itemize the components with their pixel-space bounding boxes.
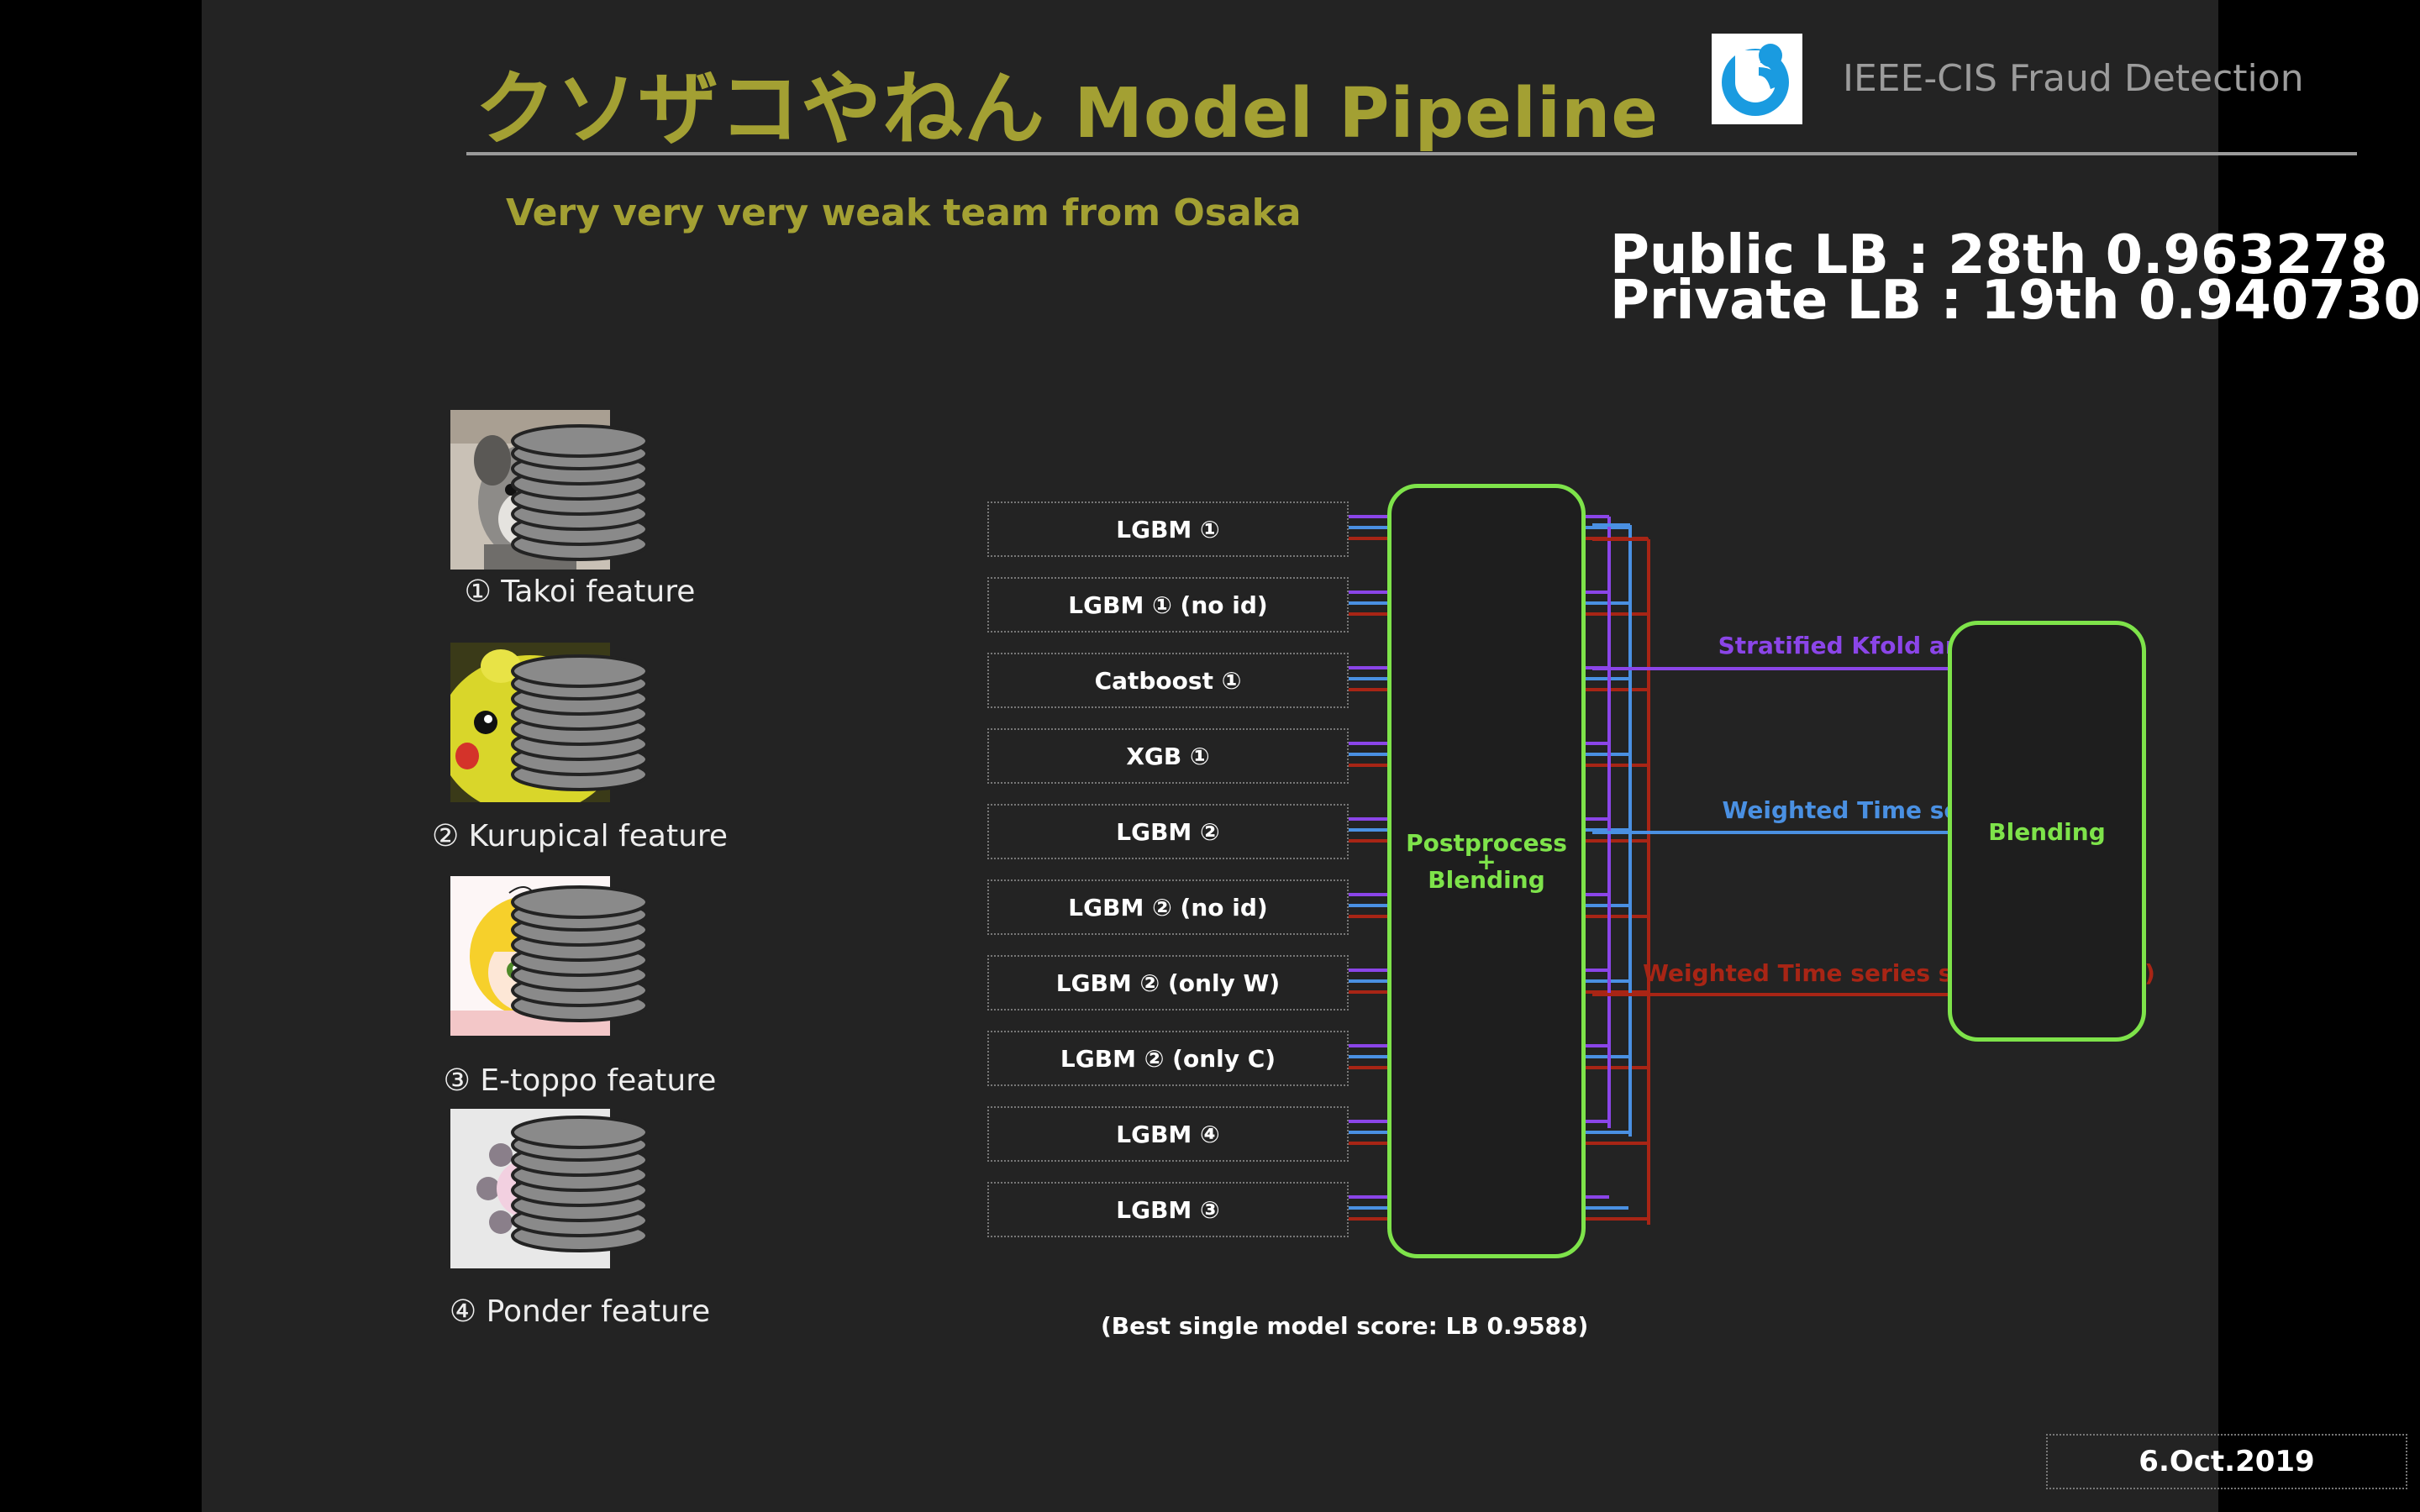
team-subtitle: Very very very weak team from Osaka (506, 192, 1302, 234)
model-box: XGB ① (987, 728, 1349, 784)
page-title: クソザコやねん Model Pipeline (475, 44, 1659, 160)
database-icon (508, 885, 651, 1027)
public-lb-score: Public LB : 28th 0.963278 (1610, 224, 2388, 286)
database-icon (508, 1116, 651, 1257)
model-box: Catboost ① (987, 653, 1349, 708)
database-icon (508, 424, 651, 566)
connection-lines (1349, 515, 1948, 1225)
database-icon (508, 654, 651, 796)
competition-name: IEEE-CIS Fraud Detection (1843, 57, 2304, 100)
model-box: LGBM ② (987, 804, 1349, 859)
postprocess-plus: + (1476, 848, 1497, 875)
model-links (1349, 515, 1648, 1221)
title-divider (466, 152, 2357, 155)
feature-label: ③ E-toppo feature (443, 1063, 717, 1098)
slide: クソザコやねん Model Pipeline IEEE-CIS Fraud De… (202, 0, 2420, 1512)
competition-logo-icon (1712, 34, 1802, 124)
postprocess-line1: Postprocess (1406, 829, 1567, 857)
title-japanese: クソザコやねん (475, 62, 1045, 156)
model-box: LGBM ② (only W) (987, 955, 1349, 1011)
private-lb-score: Private LB : 19th 0.940730 (1610, 270, 2420, 332)
presentation-date: 6.Oct.2019 (2046, 1434, 2407, 1489)
model-box: LGBM ③ (987, 1182, 1349, 1237)
postprocess-line2: Blending (1428, 866, 1545, 894)
feature-label: ④ Ponder feature (449, 1294, 711, 1329)
model-box: LGBM ② (no id) (987, 879, 1349, 935)
model-box: LGBM ① (no id) (987, 577, 1349, 633)
feature-label: ② Kurupical feature (431, 819, 729, 853)
postprocess-blending-box (1387, 484, 1586, 1258)
model-box: LGBM ① (987, 501, 1349, 557)
best-single-model-score: (Best single model score: LB 0.9588) (1101, 1312, 1589, 1340)
blending-box (1948, 621, 2146, 1042)
feature-label: ① Takoi feature (464, 575, 696, 609)
model-box: LGBM ② (only C) (987, 1031, 1349, 1086)
postprocess-label: Postprocess + Blending (1387, 829, 1586, 894)
blending-label: Blending (1988, 818, 2106, 846)
model-box: LGBM ④ (987, 1106, 1349, 1162)
title-english: Model Pipeline (1074, 74, 1660, 154)
